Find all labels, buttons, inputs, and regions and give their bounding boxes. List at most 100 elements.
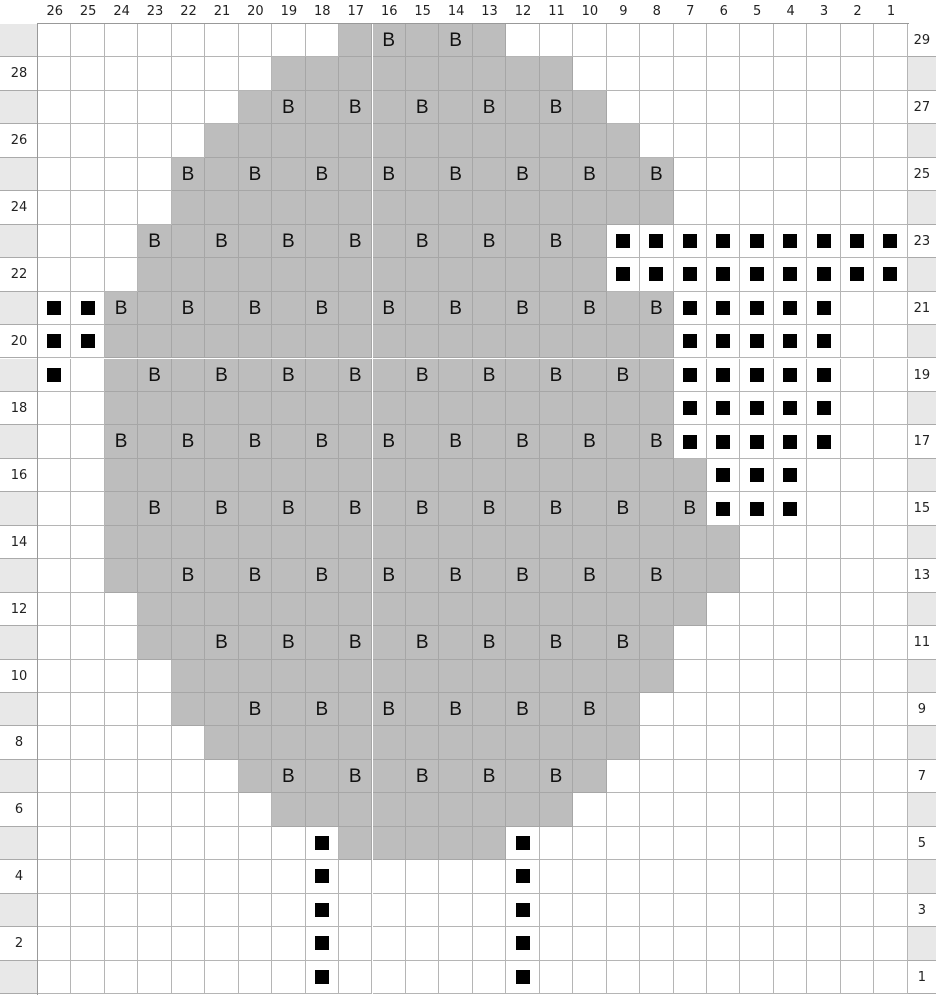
grid-cell: [306, 593, 339, 626]
grid-cell: [138, 961, 171, 994]
grid-cell: [573, 526, 606, 559]
grid-cell: [707, 24, 740, 57]
grid-cell: [573, 760, 606, 793]
grid-cell: [239, 57, 272, 90]
row-label-right: 1: [908, 961, 936, 994]
grid-cell: B: [138, 359, 171, 392]
b-symbol: B: [339, 626, 371, 658]
filled-square-symbol: [683, 435, 697, 449]
filled-square-symbol: [750, 267, 764, 281]
grid-cell: [707, 258, 740, 291]
grid-cell: B: [573, 559, 606, 592]
grid-cell: [774, 359, 807, 392]
grid-cell: [506, 24, 539, 57]
grid-cell: [540, 927, 573, 960]
row-label-left: 6: [0, 793, 38, 826]
grid-cell: [674, 526, 707, 559]
grid-cell: [807, 693, 840, 726]
grid-cell: [239, 626, 272, 659]
grid-cell: [439, 593, 472, 626]
grid-cell: [339, 425, 372, 458]
grid-cell: [807, 425, 840, 458]
grid-cell: [841, 894, 874, 927]
b-symbol: B: [272, 760, 304, 792]
row-label-left: 18: [0, 392, 38, 425]
grid-cell: B: [272, 492, 305, 525]
grid-cell: [205, 693, 238, 726]
grid-cell: [406, 24, 439, 57]
grid-cell: [272, 860, 305, 893]
grid-cell: [506, 191, 539, 224]
grid-cell: [306, 459, 339, 492]
grid-cell: [707, 292, 740, 325]
filled-square-symbol: [516, 836, 530, 850]
grid-cell: [239, 124, 272, 157]
grid-cell: [573, 894, 606, 927]
grid-cell: [439, 793, 472, 826]
left-band-cell: [0, 425, 38, 458]
grid-cell: B: [439, 158, 472, 191]
grid-cell: [674, 425, 707, 458]
b-symbol: B: [640, 559, 672, 591]
grid-cell: [640, 793, 673, 826]
grid-cell: B: [439, 24, 472, 57]
grid-cell: [674, 459, 707, 492]
filled-square-symbol: [516, 903, 530, 917]
filled-square-symbol: [783, 368, 797, 382]
grid-cell: [373, 57, 406, 90]
grid-cell: [607, 693, 640, 726]
grid-cell: [841, 57, 874, 90]
b-symbol: B: [674, 492, 706, 524]
grid-cell: [272, 325, 305, 358]
grid-cell: [540, 124, 573, 157]
b-symbol: B: [607, 626, 639, 658]
grid-cell: [38, 693, 71, 726]
left-band-cell: [0, 760, 38, 793]
grid-cell: [807, 961, 840, 994]
grid-cell: [38, 526, 71, 559]
grid-cell: [205, 760, 238, 793]
b-symbol: B: [339, 359, 371, 391]
grid-cell: B: [406, 91, 439, 124]
grid-cell: [841, 660, 874, 693]
b-symbol: B: [373, 559, 405, 591]
filled-square-symbol: [716, 267, 730, 281]
grid-cell: [138, 626, 171, 659]
filled-square-symbol: [817, 301, 831, 315]
row-label-right: 3: [908, 894, 936, 927]
grid-cell: [573, 961, 606, 994]
grid-cell: [573, 91, 606, 124]
filled-square-symbol: [516, 936, 530, 950]
b-symbol: B: [105, 425, 137, 457]
grid-cell: [573, 626, 606, 659]
grid-cell: [71, 526, 104, 559]
grid-cell: [38, 626, 71, 659]
grid-cell: [841, 225, 874, 258]
grid-cell: [707, 961, 740, 994]
grid-cell: [71, 392, 104, 425]
grid-cell: [38, 492, 71, 525]
grid-cell: B: [272, 225, 305, 258]
grid-cell: [640, 191, 673, 224]
left-band-cell: [0, 894, 38, 927]
grid-cell: [674, 827, 707, 860]
grid-cell: [272, 726, 305, 759]
grid-cell: [71, 425, 104, 458]
grid-cell: [339, 961, 372, 994]
grid-cell: [306, 526, 339, 559]
grid-cell: [674, 292, 707, 325]
grid-cell: B: [339, 492, 372, 525]
grid-cell: [105, 827, 138, 860]
filled-square-symbol: [516, 970, 530, 984]
grid-cell: [640, 392, 673, 425]
filled-square-symbol: [716, 301, 730, 315]
grid-cell: [38, 726, 71, 759]
row-label-right: 15: [908, 492, 936, 525]
row-label-right: 11: [908, 626, 936, 659]
grid-cell: B: [239, 693, 272, 726]
b-symbol: B: [506, 158, 538, 190]
grid-cell: [573, 492, 606, 525]
column-label: 3: [807, 0, 840, 24]
b-symbol: B: [172, 559, 204, 591]
b-symbol: B: [540, 492, 572, 524]
